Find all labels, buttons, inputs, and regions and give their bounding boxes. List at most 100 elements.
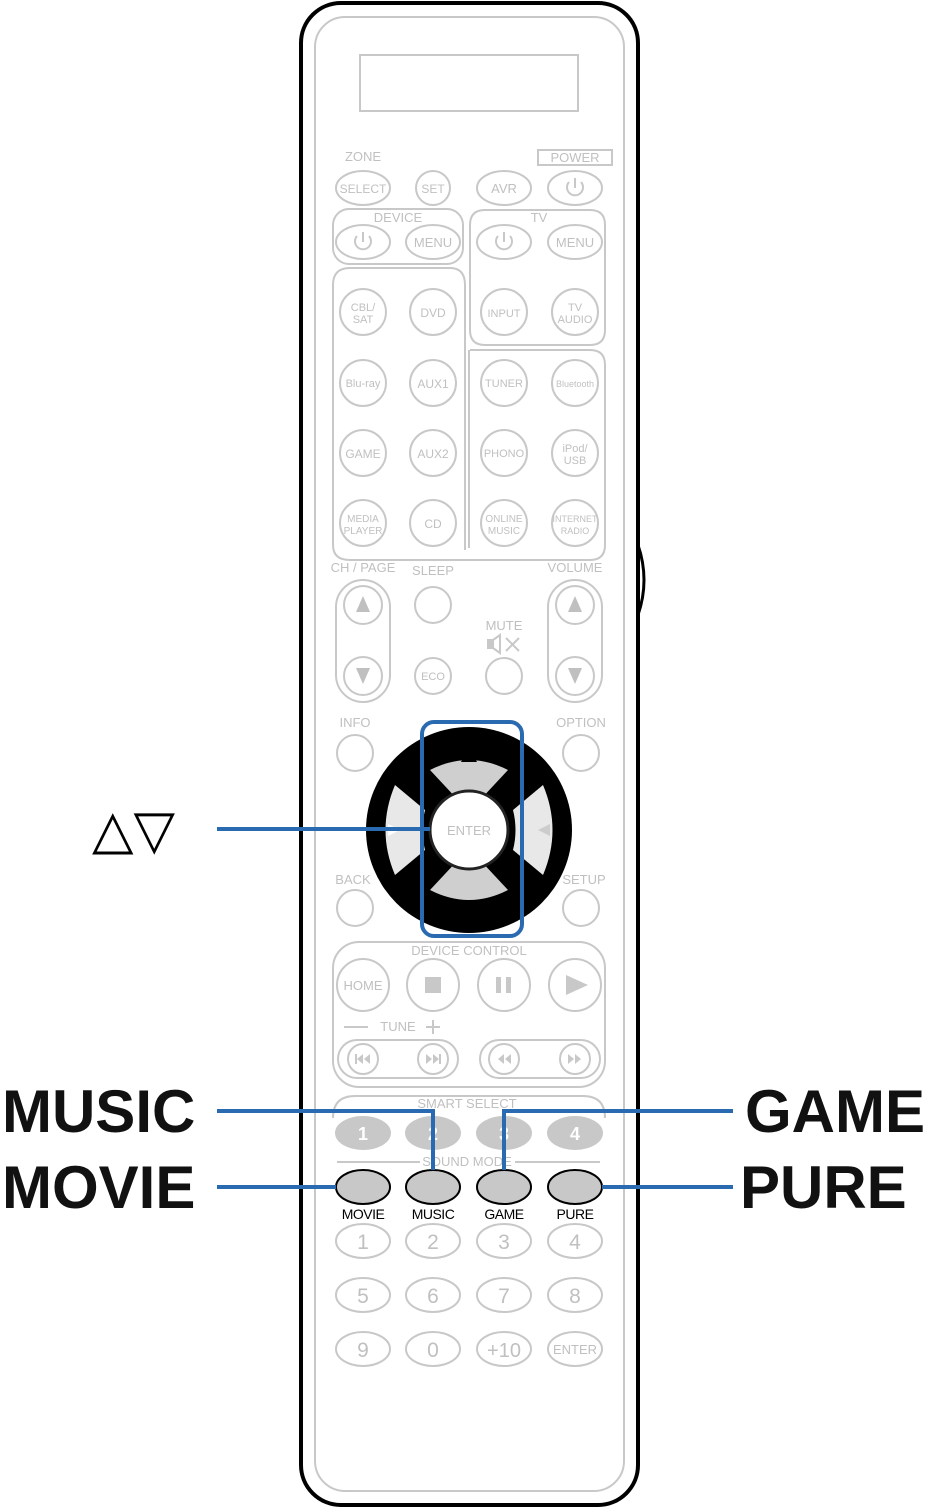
phono-button[interactable] bbox=[480, 429, 528, 477]
cursor-down-button[interactable] bbox=[430, 860, 508, 900]
device-menu-label: MENU bbox=[414, 235, 452, 250]
music-callout-label: MUSIC bbox=[2, 1078, 195, 1145]
tv-menu-label: MENU bbox=[556, 235, 594, 250]
ipod-usb-button[interactable] bbox=[551, 429, 599, 477]
tuner-button[interactable] bbox=[480, 359, 528, 407]
cd-button[interactable] bbox=[409, 499, 457, 547]
tv-audio-button[interactable] bbox=[551, 288, 599, 336]
input-button[interactable] bbox=[480, 288, 528, 336]
device-power-icon bbox=[354, 232, 372, 251]
play-button[interactable] bbox=[548, 958, 602, 1012]
volume-up-icon bbox=[568, 596, 582, 612]
eco-button[interactable] bbox=[414, 657, 452, 695]
game-input-label: GAME bbox=[345, 447, 380, 461]
device-power-button[interactable] bbox=[335, 224, 391, 260]
key-9[interactable] bbox=[335, 1331, 391, 1367]
online-music-button[interactable] bbox=[480, 499, 528, 547]
zone-set-button[interactable] bbox=[415, 170, 451, 206]
sound-mode-label: SOUND MODE bbox=[422, 1154, 512, 1169]
back-button[interactable] bbox=[336, 889, 374, 927]
internet-radio-button[interactable] bbox=[551, 499, 599, 547]
pure-button[interactable] bbox=[547, 1169, 603, 1205]
bluray-button[interactable] bbox=[339, 359, 387, 407]
stop-icon bbox=[425, 977, 441, 993]
ch-page-up-button[interactable] bbox=[343, 585, 383, 625]
option-button[interactable] bbox=[562, 734, 600, 772]
tv-audio-label-1: TV bbox=[568, 302, 583, 314]
volume-down-icon bbox=[568, 668, 582, 684]
device-label: DEVICE bbox=[374, 210, 423, 225]
cbl-sat-button[interactable] bbox=[339, 288, 387, 336]
smart-select-4-button[interactable] bbox=[547, 1116, 603, 1150]
key-7-label: 7 bbox=[498, 1285, 510, 1308]
avr-button[interactable] bbox=[476, 170, 532, 206]
volume-label: VOLUME bbox=[548, 560, 603, 575]
aux2-button[interactable] bbox=[409, 429, 457, 477]
key-2-label: 2 bbox=[427, 1231, 439, 1254]
dvd-label: DVD bbox=[420, 306, 446, 320]
volume-up-button[interactable] bbox=[555, 585, 595, 625]
zone-select-button[interactable] bbox=[335, 170, 391, 206]
mute-icon bbox=[487, 633, 520, 655]
callout-lines bbox=[217, 827, 733, 1189]
mute-button[interactable] bbox=[485, 657, 523, 695]
pause-icon bbox=[496, 977, 511, 993]
key-1[interactable] bbox=[335, 1223, 391, 1259]
key-0[interactable] bbox=[405, 1331, 461, 1367]
key-8[interactable] bbox=[547, 1277, 603, 1313]
input-label: INPUT bbox=[488, 308, 521, 320]
cursor-right-icon bbox=[538, 824, 550, 836]
key-6[interactable] bbox=[405, 1277, 461, 1313]
cd-label: CD bbox=[424, 517, 442, 531]
device-menu-button[interactable] bbox=[405, 224, 461, 260]
music-button-label: MUSIC bbox=[412, 1206, 455, 1222]
movie-button[interactable] bbox=[335, 1169, 391, 1205]
bluetooth-button[interactable] bbox=[551, 359, 599, 407]
home-button[interactable] bbox=[336, 958, 390, 1012]
ch-page-down-button[interactable] bbox=[343, 656, 383, 696]
bluetooth-label: Bluetooth bbox=[556, 379, 594, 389]
tune-down-button[interactable] bbox=[347, 1043, 379, 1075]
key-1-label: 1 bbox=[357, 1231, 369, 1254]
media-player-button[interactable] bbox=[339, 499, 387, 547]
key-4[interactable] bbox=[547, 1223, 603, 1259]
smart-select-1-button[interactable] bbox=[335, 1116, 391, 1150]
key-5[interactable] bbox=[335, 1277, 391, 1313]
device-control-section: DEVICE CONTROL HOME TUNE bbox=[332, 941, 606, 1088]
volume-down-button[interactable] bbox=[555, 656, 595, 696]
tune-up-button[interactable] bbox=[417, 1043, 449, 1075]
tv-menu-button[interactable] bbox=[547, 224, 603, 260]
number-keypad: 1 2 3 4 5 6 7 8 9 0 +10 ENTER bbox=[335, 1223, 603, 1367]
ch-page-rocker bbox=[335, 579, 391, 703]
key-3[interactable] bbox=[476, 1223, 532, 1259]
game-leader-line bbox=[502, 1109, 733, 1170]
power-icon bbox=[566, 178, 584, 197]
sound-mode-section: SOUND MODE MOVIE MUSIC GAME PURE bbox=[335, 1154, 603, 1222]
music-leader-line bbox=[217, 1109, 435, 1170]
sleep-button[interactable] bbox=[414, 586, 452, 624]
aux1-button[interactable] bbox=[409, 359, 457, 407]
pause-button[interactable] bbox=[477, 958, 531, 1012]
key-plus10[interactable] bbox=[476, 1331, 532, 1367]
ch-down-icon bbox=[356, 668, 370, 684]
setup-button[interactable] bbox=[562, 889, 600, 927]
game-input-button[interactable] bbox=[339, 429, 387, 477]
power-button[interactable] bbox=[547, 170, 603, 206]
display-window bbox=[359, 54, 579, 112]
music-button[interactable] bbox=[405, 1169, 461, 1205]
tv-power-button[interactable] bbox=[476, 224, 532, 260]
key-7[interactable] bbox=[476, 1277, 532, 1313]
cursor-up-button[interactable] bbox=[430, 760, 508, 800]
key-enter[interactable] bbox=[547, 1331, 603, 1367]
key-2[interactable] bbox=[405, 1223, 461, 1259]
game-button[interactable] bbox=[476, 1169, 532, 1205]
game-callout-label: GAME bbox=[745, 1078, 925, 1145]
fast-forward-icon bbox=[568, 1054, 581, 1064]
fast-forward-button[interactable] bbox=[559, 1043, 591, 1075]
dvd-button[interactable] bbox=[409, 288, 457, 336]
stop-button[interactable] bbox=[406, 958, 460, 1012]
media-player-label-1: MEDIA bbox=[347, 514, 379, 525]
movie-callout-label: MOVIE bbox=[2, 1154, 195, 1221]
rewind-button[interactable] bbox=[488, 1043, 520, 1075]
info-button[interactable] bbox=[336, 734, 374, 772]
